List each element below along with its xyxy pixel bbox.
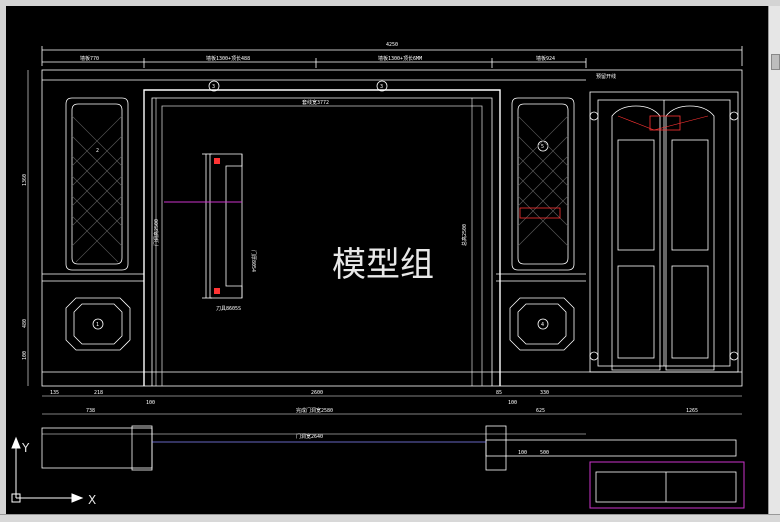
ucs-icon: [11, 436, 84, 503]
dim-mid-height: 总高2500: [461, 224, 468, 246]
circle-label-3a: 3: [212, 84, 215, 90]
dim-left-1: 1360: [22, 174, 28, 186]
dim-right-1: 330: [540, 390, 549, 396]
dim-profile-left: 门厚8054: [250, 250, 257, 272]
red-marker-door: [649, 115, 681, 131]
dim-right-note: 预留开线: [596, 73, 616, 80]
drawing-viewport[interactable]: 4250 墙板770 墙板1300+顶长488 墙板1300+顶长6MM 墙板9…: [6, 6, 768, 514]
dim-left-5: 135: [50, 390, 59, 396]
dim-right-2: 85: [496, 390, 502, 396]
dim-seg4: 墙板924: [536, 55, 555, 62]
dim-left-2: 480: [22, 319, 28, 328]
dim-left-3: 100: [22, 351, 28, 360]
circle-label-3b: 3: [380, 84, 383, 90]
red-marker-right: [519, 207, 561, 219]
dim-plan-1: 738: [86, 408, 95, 414]
right-upper-panel: [511, 97, 575, 271]
dim-plan-5: 门洞宽2640: [296, 433, 323, 440]
dim-right-3: 500: [540, 450, 549, 456]
dim-right-4: 100: [518, 450, 527, 456]
dim-seg2: 墙板1300+顶长488: [206, 55, 250, 62]
x-axis-label: X: [88, 493, 96, 507]
double-door: [589, 91, 739, 373]
right-lattice: [517, 115, 569, 247]
scrollbar-thumb[interactable]: [771, 54, 780, 70]
dim-door-clear: 2600: [311, 390, 323, 396]
profile-detail: [202, 153, 243, 299]
circle-label-1: 1: [96, 322, 99, 328]
circle-label-4: 4: [541, 322, 544, 328]
circle-label-2: 2: [96, 148, 99, 154]
dim-bottom-left: 100: [146, 400, 155, 406]
wall-outline: [41, 69, 743, 387]
dim-plan-2: 完成门洞宽2580: [296, 407, 333, 414]
right-lower-panel: [509, 297, 575, 351]
dim-profile-label: 刀具8605S: [216, 306, 241, 312]
dim-left-4: 218: [94, 390, 103, 396]
dim-plan-3: 625: [536, 408, 545, 414]
dim-inner-width: 套线宽3772: [302, 99, 329, 106]
door-casing-inner: [151, 97, 493, 386]
status-bar: [0, 514, 780, 522]
watermark-text: 模型组: [332, 245, 434, 285]
y-axis-label: Y: [21, 441, 30, 455]
cad-drawing: 4250 墙板770 墙板1300+顶长488 墙板1300+顶长6MM 墙板9…: [11, 42, 745, 509]
door-casing: [143, 89, 501, 386]
dim-plan-4: 1265: [686, 408, 698, 414]
dim-total: 4250: [386, 42, 398, 48]
plan-magenta-box: [589, 461, 745, 509]
left-lower-panel: [65, 297, 131, 351]
dim-door-height: 门洞高2500: [153, 219, 160, 246]
dim-bottom-right: 100: [508, 400, 517, 406]
left-upper-panel: [65, 97, 129, 271]
vertical-scrollbar[interactable]: [768, 6, 780, 514]
dim-seg1: 墙板770: [80, 55, 99, 62]
circle-label-5: 5: [541, 144, 544, 150]
plan-view: [41, 425, 737, 471]
dim-seg3: 墙板1300+顶长6MM: [378, 55, 422, 62]
profile-red-top: [214, 158, 220, 164]
profile-red-bottom: [214, 288, 220, 294]
left-lattice: [71, 115, 123, 263]
